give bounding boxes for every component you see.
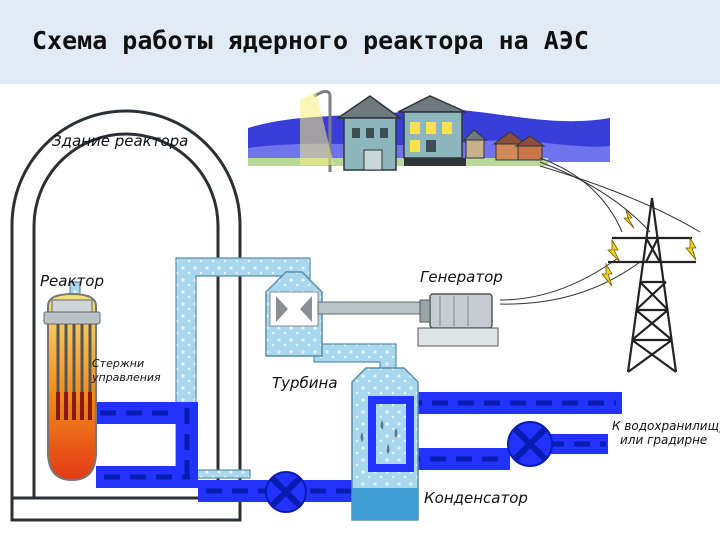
power-lines	[499, 157, 701, 305]
label-control-rods-2: управления	[92, 371, 161, 384]
power-tower-icon	[608, 197, 696, 373]
street-lamp-icon	[300, 90, 334, 172]
label-reactor: Реактор	[40, 272, 104, 290]
turbine-icon	[265, 271, 429, 357]
slide-title: Схема работы ядерного реактора на АЭС	[32, 26, 589, 55]
label-outlet-1: К водохранилищу	[612, 419, 720, 433]
house-icon	[335, 95, 546, 171]
generator	[417, 293, 499, 347]
condenser	[351, 367, 419, 521]
pump-icon	[265, 421, 553, 513]
label-reactor-building: Здание реактора	[52, 132, 189, 150]
label-outlet-2: или градирне	[620, 433, 708, 447]
label-condenser: Конденсатор	[424, 489, 528, 507]
label-control-rods-1: Стержни	[92, 357, 145, 370]
label-turbine: Турбина	[272, 374, 338, 392]
title-band	[0, 0, 720, 84]
water-flow-dashes	[100, 400, 616, 494]
label-generator: Генератор	[420, 268, 503, 286]
reactor-vessel	[43, 292, 101, 482]
lightning-icons	[601, 209, 697, 287]
